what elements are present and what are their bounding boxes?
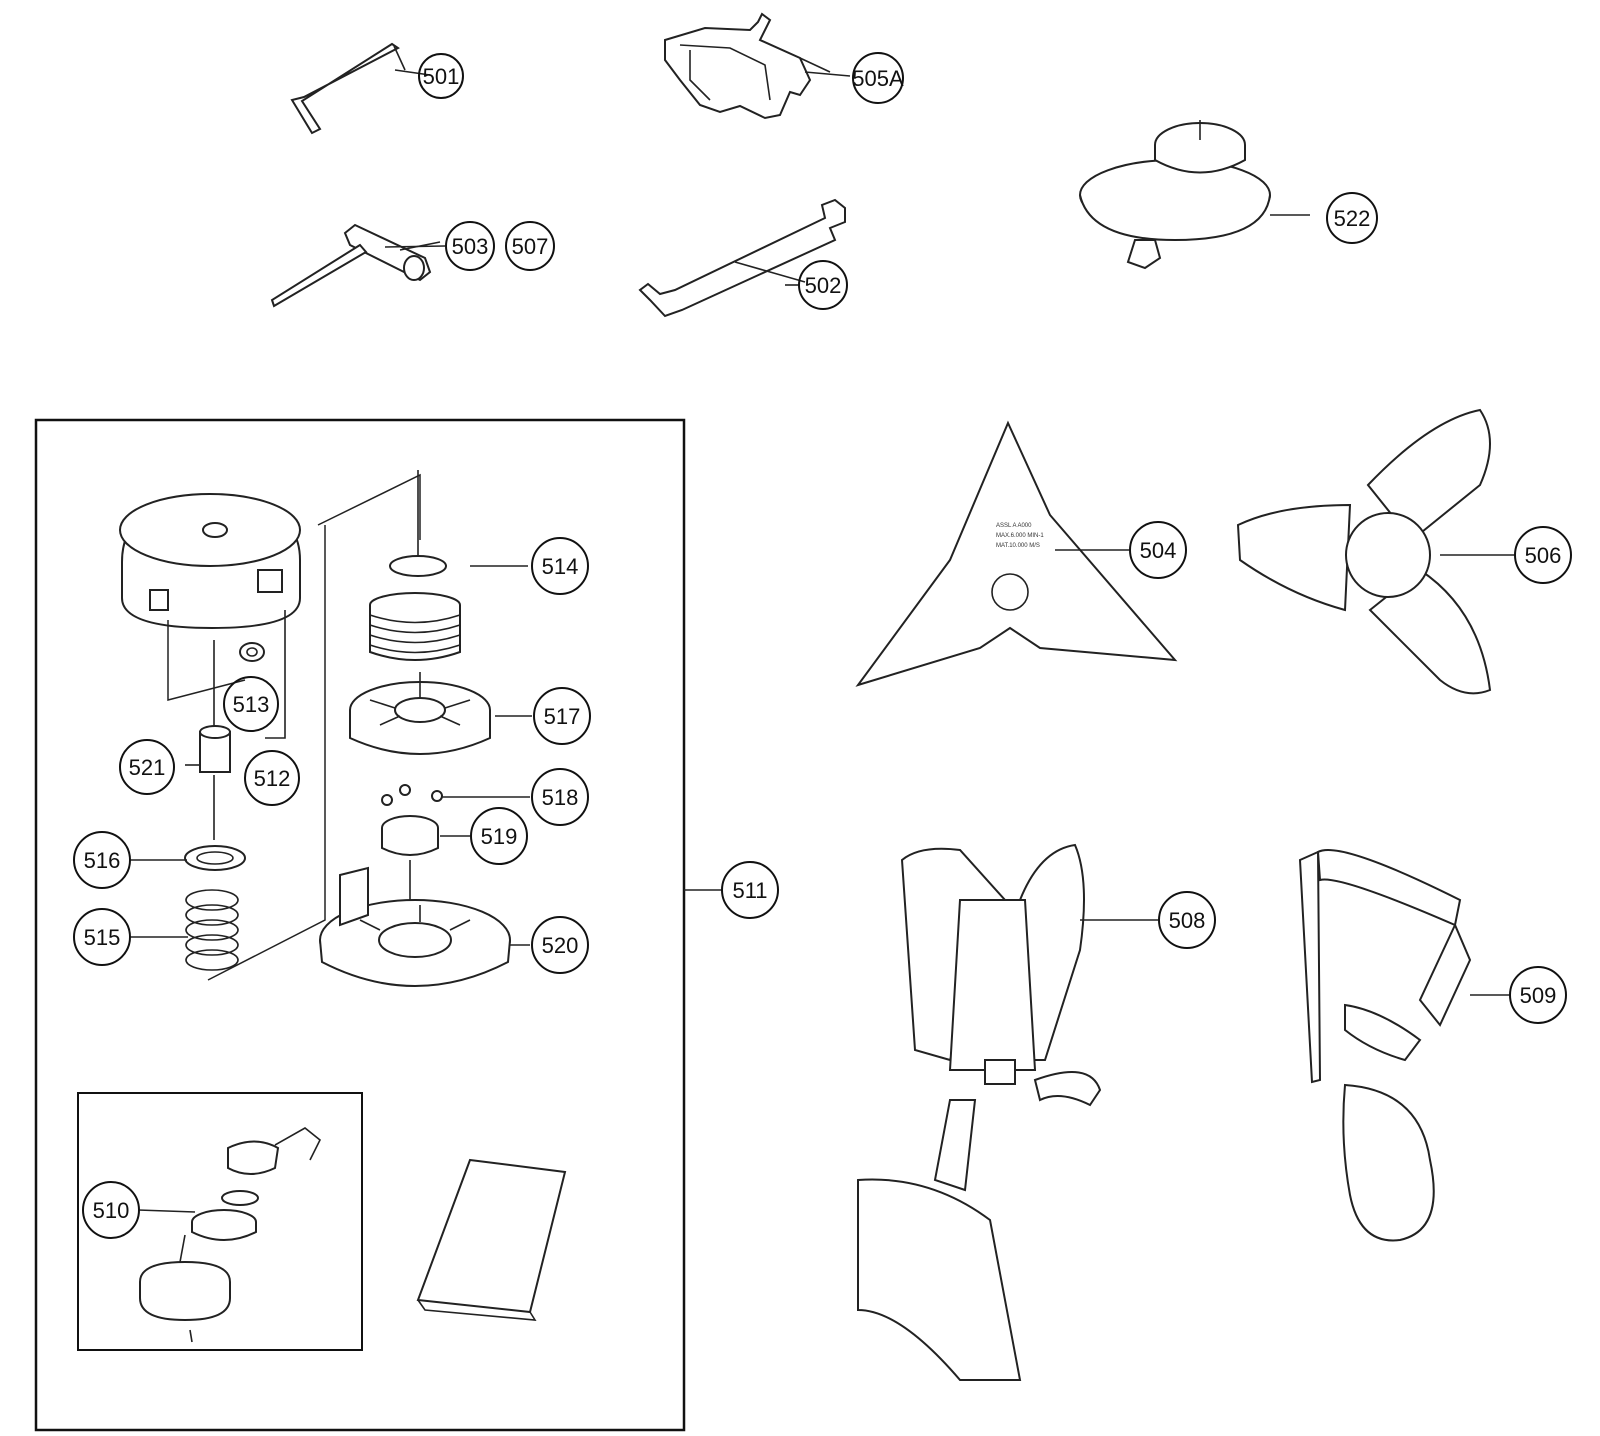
svg-text:517: 517 [544,704,581,729]
harness-part [857,843,1158,1381]
manual-part [416,1158,567,1321]
balls-part [381,784,443,806]
svg-text:501: 501 [423,64,460,89]
callout-504: 504 [1129,521,1187,579]
eyelet-part [239,642,265,662]
svg-text:515: 515 [84,925,121,950]
line-spool-part [369,592,461,661]
svg-text:516: 516 [84,848,121,873]
single-harness-part [1298,849,1510,1242]
callout-521: 521 [119,739,175,795]
callout-520: 520 [531,916,589,974]
svg-text:512: 512 [254,766,291,791]
callout-506: 506 [1514,526,1572,584]
blade-marking-line-1: ASSL A A000 [996,523,1032,529]
bottom-bowl-part [319,866,511,987]
head-cover-part [119,473,421,739]
safety-glasses-part [664,12,831,120]
callout-512: 512 [244,750,300,806]
blade-cover-part [1079,120,1310,270]
three-tooth-blade-part: ASSL A A000 MAX.6.000 MIN-1 MAT.10.000 M… [855,420,1178,687]
washer-part [184,845,246,871]
trimmer-head-kit-box [34,418,686,1432]
svg-text:504: 504 [1140,538,1177,563]
callout-519: 519 [470,807,528,865]
svg-text:511: 511 [732,878,767,903]
callout-505A: 505A [852,52,904,104]
callout-510: 510 [82,1181,140,1239]
cam-part [381,815,439,900]
svg-text:506: 506 [1525,543,1562,568]
callout-513: 513 [223,676,279,732]
svg-text:521: 521 [129,755,166,780]
spool-base-part [349,672,491,755]
svg-text:510: 510 [93,1198,130,1223]
svg-text:518: 518 [542,785,579,810]
blade-marking-line-2: MAX.6.000 MIN-1 [996,533,1044,539]
ring-part [389,470,447,577]
hex-key-part [290,42,406,135]
open-spanner-part [638,198,846,318]
svg-text:513: 513 [233,692,270,717]
callout-522: 522 [1326,192,1378,244]
svg-text:508: 508 [1169,908,1206,933]
svg-text:502: 502 [805,273,842,298]
spring-part [185,525,326,981]
svg-text:519: 519 [481,824,518,849]
callout-502: 502 [798,260,848,310]
callout-518: 518 [531,768,589,826]
leader-505A [804,71,851,77]
fixing-kit-box [77,1092,363,1351]
callout-508: 508 [1158,891,1216,949]
svg-text:507: 507 [512,234,549,259]
callout-507: 507 [505,221,555,271]
svg-text:514: 514 [542,554,579,579]
callout-511: 511 [721,861,779,919]
callout-503: 503 [445,221,495,271]
svg-text:503: 503 [452,234,489,259]
leader-510 [137,1209,196,1213]
blade-marking-line-3: MAT.10.000 M/S [996,543,1040,549]
callout-515: 515 [73,908,131,966]
svg-text:505A: 505A [852,66,904,91]
callout-517: 517 [533,687,591,745]
svg-text:520: 520 [542,933,579,958]
fixing-kit-part [139,1127,322,1343]
callout-514: 514 [531,537,589,595]
callout-516: 516 [73,831,131,889]
svg-text:509: 509 [1520,983,1557,1008]
svg-text:522: 522 [1334,206,1371,231]
t-spanner-part [270,223,441,308]
shoulder-pad-part [1236,408,1515,695]
adapter-nut-part [199,640,231,840]
leader-503 [384,245,446,248]
callout-501: 501 [418,53,464,99]
leader-501 [394,69,431,76]
callout-509: 509 [1509,966,1567,1024]
